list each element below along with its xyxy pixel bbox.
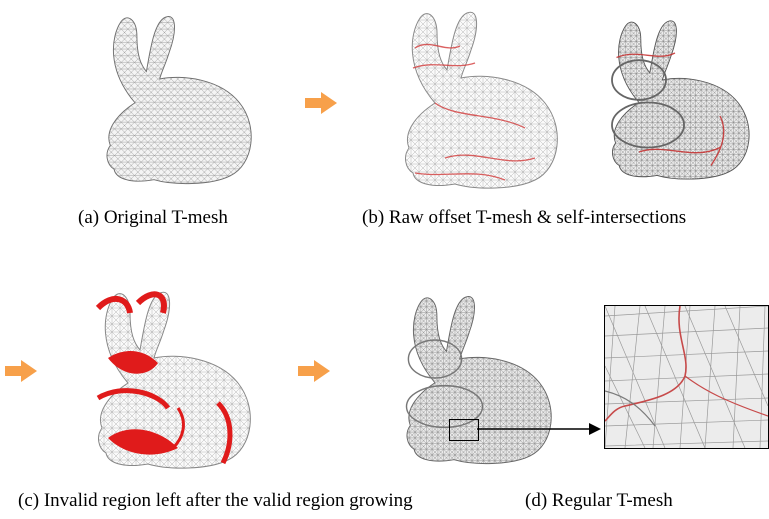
zoomed-mesh-detail-icon: [605, 306, 768, 448]
bunny-mesh-gray-icon: [78, 2, 268, 194]
panel-b-offset-bunny-1: [375, 0, 575, 196]
arrow-right-icon: [305, 92, 337, 114]
arrow-right-icon: [298, 360, 330, 382]
zoomed-detail-panel: [604, 305, 769, 449]
panel-a-original-bunny: [78, 2, 268, 194]
arrow-right-icon: [5, 360, 37, 382]
bunny-invalid-region-icon: [68, 278, 268, 478]
panel-d-regular-bunny: [378, 278, 568, 478]
bunny-regular-mesh-icon: [378, 278, 568, 478]
panel-c-invalid-region-bunny: [68, 278, 268, 478]
caption-b: (b) Raw offset T-mesh & self-intersectio…: [362, 207, 686, 229]
caption-d: (d) Regular T-mesh: [525, 490, 673, 512]
zoom-source-box: [449, 419, 479, 441]
zoom-arrow-icon: [477, 420, 602, 438]
caption-c: (c) Invalid region left after the valid …: [18, 490, 413, 512]
caption-a: (a) Original T-mesh: [78, 207, 228, 229]
panel-b-offset-bunny-2: [585, 0, 765, 196]
bunny-offset-darker-wireframe-icon: [585, 0, 765, 196]
bunny-offset-wireframe-icon: [375, 0, 575, 196]
